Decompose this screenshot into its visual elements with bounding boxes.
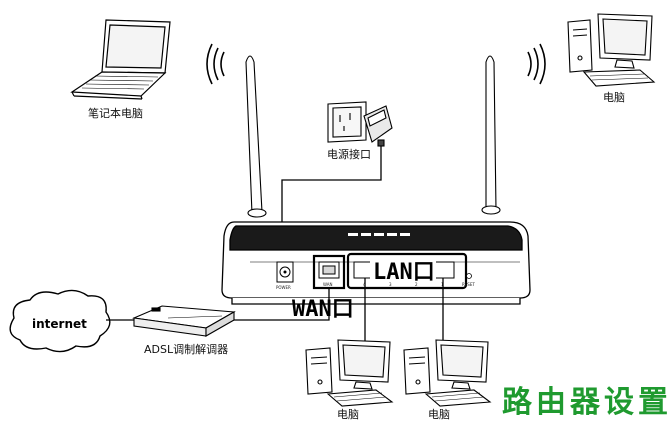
- desktop-pc-bottom-right-icon: [403, 339, 492, 407]
- lan-ports-highlight: [346, 252, 468, 290]
- router-brand-mark: [348, 233, 410, 236]
- internet-cloud-icon: [9, 289, 111, 353]
- desktop-pc-bottom-left-icon: [305, 339, 394, 407]
- wireless-signal-left-icon: [206, 43, 225, 85]
- wireless-signal-right-icon: [527, 43, 546, 85]
- watermark-text: 路由器设置: [502, 385, 668, 420]
- router-power-port-label: POWER: [276, 285, 291, 290]
- pc-top-right-label: 电脑: [603, 91, 625, 104]
- power-outlet-label: 电源接口: [327, 147, 371, 161]
- laptop-label: 笔记本电脑: [88, 106, 143, 120]
- lan-port-number-2: 2: [415, 282, 418, 287]
- wan-label: WAN口: [292, 297, 354, 322]
- wan-port: [318, 261, 340, 279]
- lan-port-number-3: 3: [389, 282, 392, 287]
- power-outlet-icon: [327, 101, 367, 143]
- lan-label-backdrop: [370, 258, 436, 282]
- power-adapter-icon: [363, 105, 393, 147]
- pc-bottom-left-label: 电脑: [337, 408, 359, 421]
- reset-label: RESET: [462, 282, 475, 287]
- adsl-modem-icon: [131, 305, 236, 337]
- desktop-pc-top-icon: [567, 13, 656, 87]
- watermark-logo: 路由器设置: [496, 376, 668, 422]
- laptop-icon: [70, 19, 171, 100]
- lan-port-label: LAN口: [373, 260, 435, 285]
- modem-label: ADSL调制解调器: [144, 342, 228, 356]
- router-power-port: [276, 261, 294, 283]
- internet-label: internet: [32, 317, 87, 331]
- reset-button-icon: [466, 273, 472, 279]
- power-cable: [281, 146, 382, 240]
- pc-bottom-right-label: 电脑: [428, 408, 450, 421]
- wan-port-label: WAN: [323, 282, 332, 287]
- router-antenna-left: [245, 55, 267, 218]
- router-antenna-right: [481, 55, 501, 215]
- wan-cable: [232, 288, 330, 321]
